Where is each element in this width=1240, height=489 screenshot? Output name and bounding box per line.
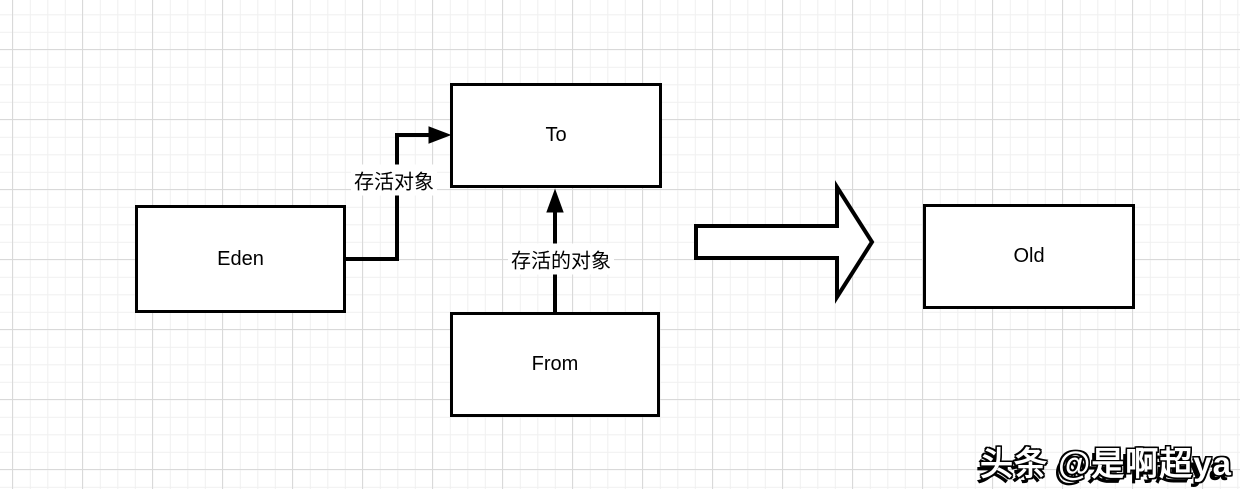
edge-eden-to-arrowhead-icon bbox=[428, 126, 452, 144]
watermark: 头条 @是啊超ya bbox=[979, 445, 1232, 482]
node-to-label: To bbox=[545, 124, 567, 146]
node-from-label: From bbox=[531, 353, 579, 375]
promotion-arrow-icon bbox=[694, 180, 875, 304]
node-to: To bbox=[450, 83, 662, 188]
edge-eden-to-label: 存活对象 bbox=[351, 164, 437, 196]
node-eden: Eden bbox=[135, 205, 346, 313]
node-from: From bbox=[450, 312, 660, 417]
node-eden-label: Eden bbox=[217, 247, 264, 270]
edge-from-to-label: 存活的对象 bbox=[508, 243, 614, 275]
edge-eden-to-line bbox=[346, 133, 431, 261]
node-old-label: Old bbox=[1013, 245, 1045, 267]
edge-from-to-arrowhead-icon bbox=[546, 188, 564, 213]
node-old: Old bbox=[923, 204, 1135, 309]
